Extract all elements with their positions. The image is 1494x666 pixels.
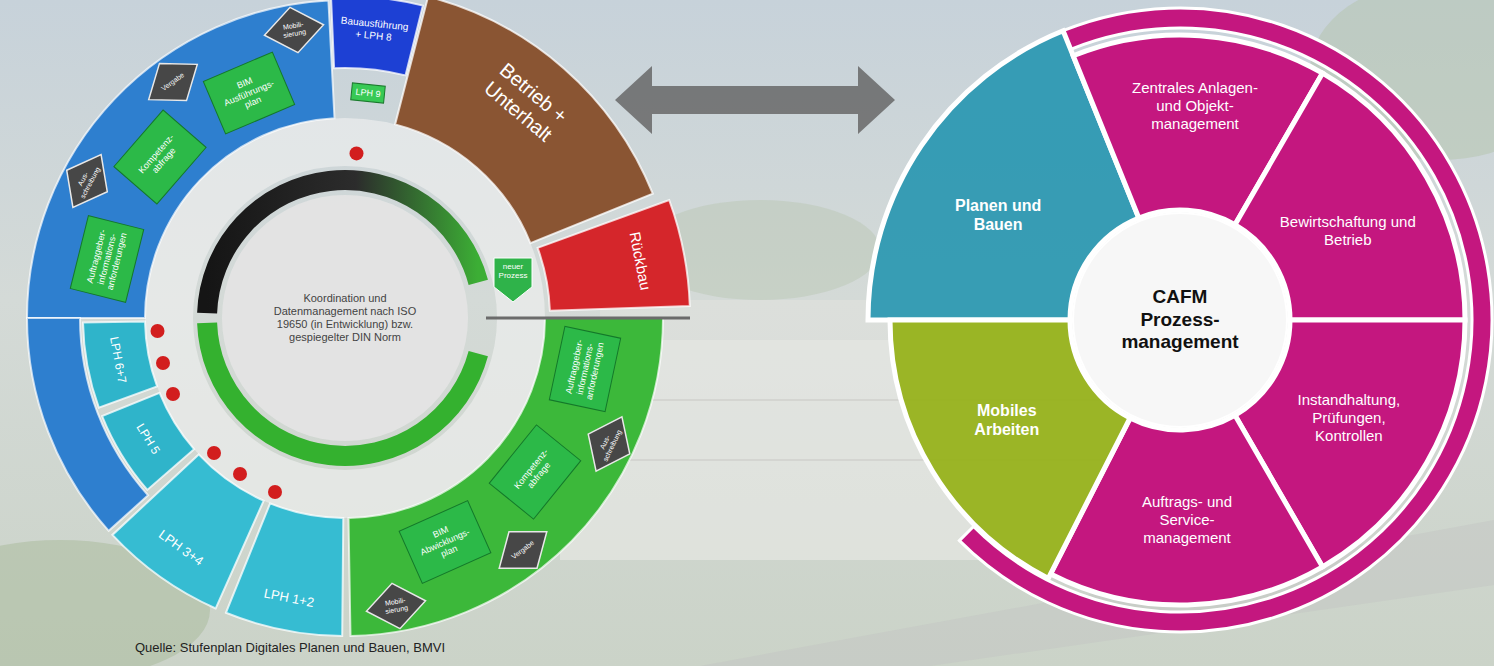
process-arrow: neuer Prozess: [493, 257, 533, 303]
deliverable-box: Auftraggeber- informations- anforderunge…: [548, 326, 621, 412]
segment-label: Auftrags- und Service- management: [1117, 493, 1257, 547]
box-shape: [350, 83, 385, 103]
diamond-shape: [136, 46, 212, 118]
diamond-shape: [261, 3, 328, 59]
milestone-diamond: Aus- schreibung: [574, 405, 644, 482]
box-label: Auftraggeber- informations- anforderunge…: [562, 331, 607, 406]
phase-box: LPH 9: [350, 82, 386, 103]
box-shape: [549, 326, 620, 411]
divider-line: [486, 317, 690, 320]
deliverable-box: BIM Abwicklungs- plan: [398, 500, 491, 584]
caption-holder: Quelle: Stufenplan Digitales Planen und …: [135, 640, 445, 655]
diamond-shape: [575, 407, 642, 481]
text-area: Auftraggeber- informations- anforderunge…: [548, 326, 621, 412]
label-rotator: Planen und Bauen: [943, 196, 1053, 234]
diamond-label: Vergabe: [504, 534, 542, 566]
text-area: Mobili- sierung: [260, 1, 329, 59]
box-shape: [399, 501, 491, 584]
red-dot: [207, 446, 221, 460]
segment-label: Instandhaltung, Prüfungen, Kontrollen: [1279, 391, 1419, 445]
text-area: Kompetenz- abfrage: [113, 110, 207, 205]
deliverable-box: BIM Ausführungs- plan: [203, 51, 296, 134]
text-area: LPH 9: [350, 82, 386, 103]
text-area: CAFM Prozess- management: [1072, 212, 1288, 428]
red-dot: [151, 324, 165, 338]
center-circle: Koordination und Datenmanagement nach IS…: [221, 194, 469, 442]
label-rotator: Instandhaltung, Prüfungen, Kontrollen: [1279, 391, 1419, 445]
box-shape: [114, 110, 206, 204]
segment-label: Zentrales Anlagen- und Objekt- managemen…: [1120, 79, 1270, 133]
milestone-diamond: Vergabe: [484, 512, 562, 588]
sector-fill: [226, 503, 343, 636]
deliverable-box: Kompetenz- abfrage: [113, 110, 207, 205]
box-label: BIM Ausführungs- plan: [211, 65, 288, 121]
arrow-label: neuer Prozess: [494, 263, 532, 281]
segment-label: Bewirtschaftung und Betrieb: [1278, 213, 1418, 249]
center-label: CAFM Prozess- management: [1119, 286, 1241, 354]
text-area: Auftraggeber- informations- anforderunge…: [70, 215, 145, 303]
milestone-diamond: Mobili- sierung: [361, 577, 430, 635]
milestone-diamond: Vergabe: [134, 44, 212, 119]
text-area: BIM Abwicklungs- plan: [398, 500, 491, 584]
diamond-label: Aus- schreibung: [71, 159, 104, 203]
circle-fill: [1073, 213, 1287, 427]
box-label: Kompetenz- abfrage: [505, 438, 565, 505]
diamond-shape: [362, 578, 429, 634]
center-circle: CAFM Prozess- management: [1072, 212, 1288, 428]
text-area: Koordination und Datenmanagement nach IS…: [221, 194, 469, 442]
sector-fill: [331, 0, 423, 75]
phase-segment: Rückbau: [533, 196, 694, 315]
milestone-diamond: Aus- schreibung: [51, 142, 122, 219]
diamond-label: Mobili- sierung: [272, 19, 316, 41]
light-ring: [169, 142, 521, 494]
diamond-shape: [53, 144, 122, 219]
red-dot: [268, 485, 282, 499]
label-rotator: Auftrags- und Service- management: [1117, 493, 1257, 547]
sector-fill: [395, 0, 653, 243]
text-area: Aus- schreibung: [574, 405, 644, 482]
sector-fill: [538, 200, 690, 311]
sector-fill: [83, 322, 157, 408]
diamond-label: Mobili- sierung: [374, 594, 418, 616]
box-shape: [204, 52, 295, 134]
box-shape: [71, 215, 144, 302]
red-dot: [166, 387, 180, 401]
box-label: BIM Abwicklungs- plan: [406, 513, 483, 570]
deliverable-box: Kompetenz- abfrage: [489, 424, 582, 520]
text-area: Vergabe: [134, 44, 212, 119]
text-area: Aus- schreibung: [51, 142, 122, 219]
deliverable-box: Auftraggeber- informations- anforderunge…: [70, 215, 145, 303]
box-shape: [490, 425, 581, 519]
double-arrow: [615, 66, 895, 134]
diamond-shape: [485, 513, 561, 586]
sector-outline: [533, 196, 694, 315]
box-label: LPH 9: [351, 86, 384, 99]
diamond-label: Vergabe: [154, 66, 192, 97]
label-rotator: Mobiles Arbeiten: [952, 401, 1062, 439]
red-dot: [233, 467, 247, 481]
sector-outline: [221, 499, 348, 640]
box-label: Kompetenz- abfrage: [129, 124, 191, 190]
segment-label: Mobiles Arbeiten: [952, 401, 1062, 439]
phase-segment: Betrieb + Unterhalt: [391, 0, 657, 248]
text-area: Vergabe: [484, 512, 562, 588]
box-label: Auftraggeber- informations- anforderunge…: [84, 221, 131, 296]
milestone-diamond: Mobili- sierung: [260, 1, 329, 59]
arrow-shape: [494, 258, 532, 302]
text-area: BIM Ausführungs- plan: [203, 51, 296, 134]
label-rotator: Bewirtschaftung und Betrieb: [1278, 213, 1418, 249]
center-label: Koordination und Datenmanagement nach IS…: [265, 292, 425, 345]
phase-segment: LPH 1+2: [221, 499, 348, 640]
text-area: Kompetenz- abfrage: [489, 424, 582, 520]
red-dot: [156, 356, 170, 370]
text-area: Mobili- sierung: [361, 577, 430, 635]
caption-text: Quelle: Stufenplan Digitales Planen und …: [135, 640, 445, 655]
circle-fill: [222, 195, 468, 441]
label-rotator: Zentrales Anlagen- und Objekt- managemen…: [1120, 79, 1270, 133]
diamond-label: Aus- schreibung: [593, 421, 625, 466]
segment-label: Planen und Bauen: [943, 196, 1053, 234]
text-area: neuer Prozess: [493, 257, 533, 287]
red-dot: [350, 146, 364, 160]
